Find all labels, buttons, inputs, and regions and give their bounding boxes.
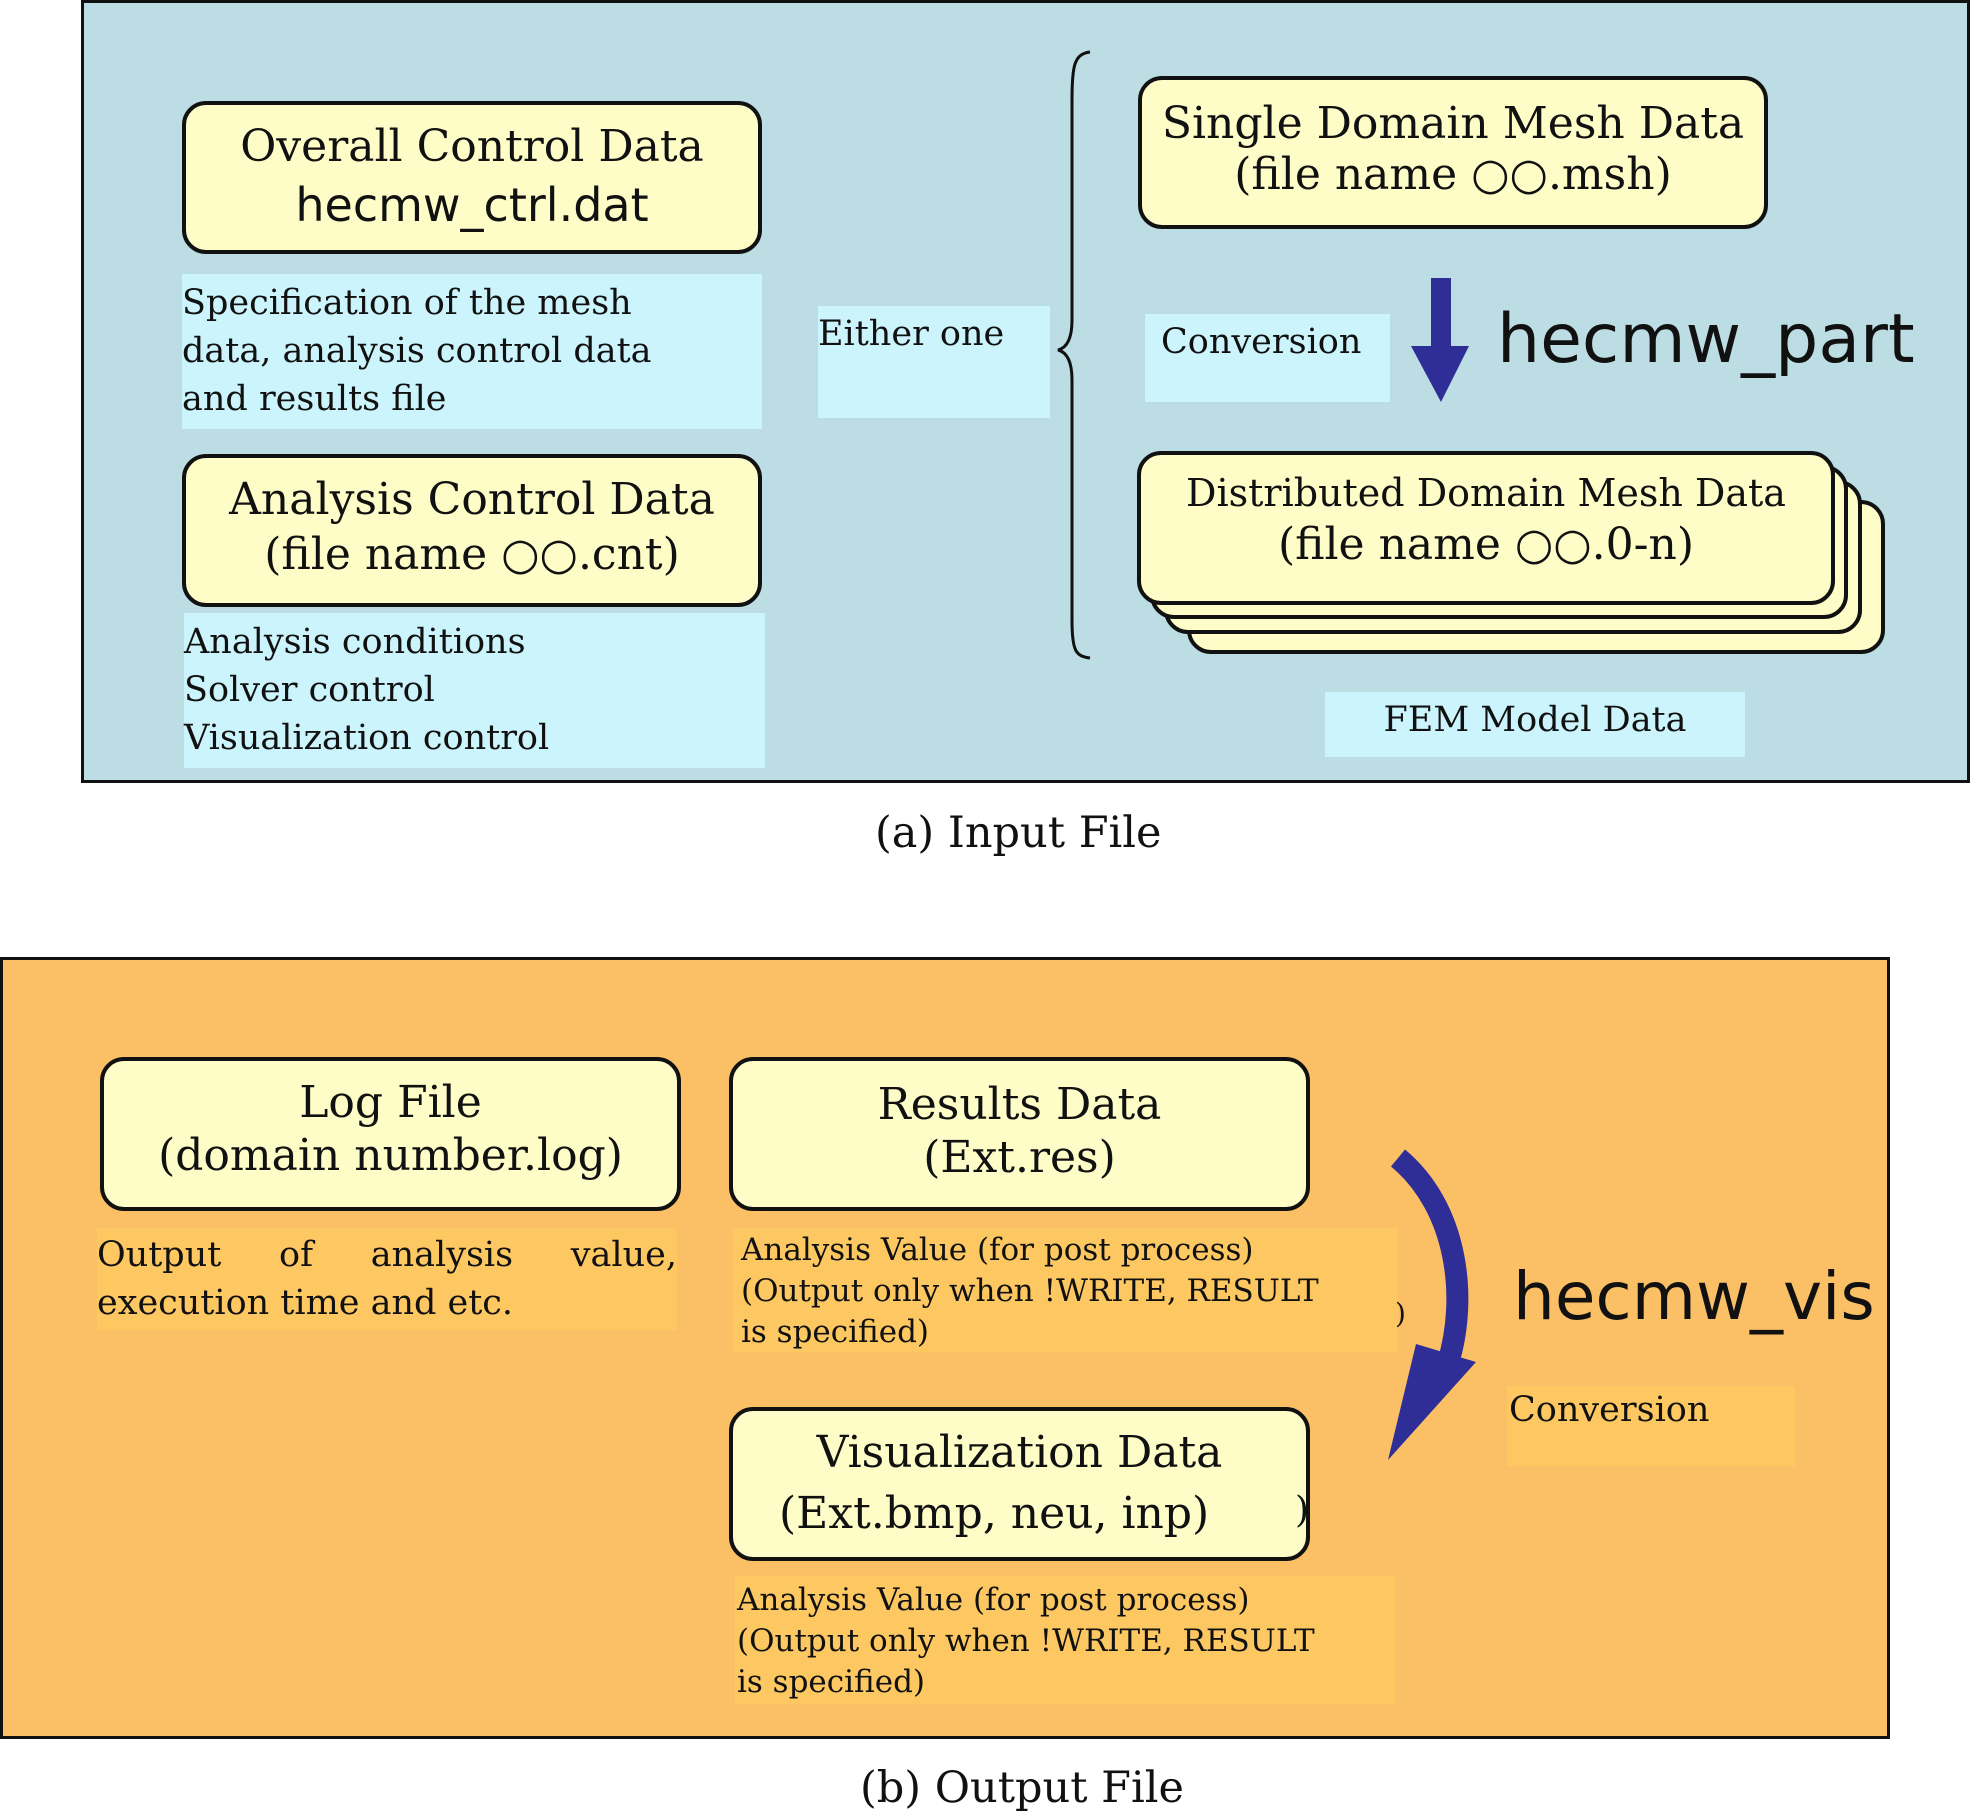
overall-note-line-2: data, analysis control data — [182, 331, 652, 371]
hecmw-vis-label: hecmw_vis — [1513, 1258, 1875, 1335]
curved-arrow-icon — [1388, 1149, 1476, 1460]
visualization-title: Visualization Data — [816, 1427, 1223, 1478]
overall-control-title: Overall Control Data — [240, 121, 704, 172]
vis-note-line-1: Analysis Value (for post process) — [737, 1582, 1250, 1618]
distributed-mesh-filename: (file name ○○.0-n) — [1277, 519, 1695, 570]
visualization-note: Analysis Value (for post process) (Outpu… — [735, 1576, 1395, 1704]
results-note-line-3: is specified) — [741, 1314, 930, 1350]
output-conversion-label: Conversion — [1507, 1386, 1795, 1466]
overall-note-line-1: Specification of the mesh — [182, 283, 632, 323]
analysis-note-line-1: Analysis conditions — [184, 622, 526, 662]
either-one-label: Either one — [818, 306, 1050, 418]
distributed-domain-mesh-box: Distributed Domain Mesh Data (file name … — [1137, 451, 1835, 605]
overall-control-data-box: Overall Control Data hecmw_ctrl.dat — [182, 101, 762, 254]
fem-model-data-label: FEM Model Data — [1325, 692, 1745, 757]
results-title: Results Data — [877, 1079, 1162, 1130]
single-domain-mesh-box: Single Domain Mesh Data (file name ○○.ms… — [1138, 76, 1768, 229]
results-note: Analysis Value (for post process) (Outpu… — [733, 1228, 1398, 1352]
hecmw-part-label: hecmw_part — [1497, 300, 1915, 379]
overall-note-line-3: and results file — [182, 379, 447, 419]
output-file-caption: (b) Output File — [860, 1763, 1184, 1813]
results-note-line-1: Analysis Value (for post process) — [741, 1232, 1254, 1268]
vis-note-line-3: is specified) — [737, 1664, 926, 1700]
single-mesh-filename: (file name ○○.msh) — [1234, 149, 1672, 200]
visualization-stray-paren: ) — [1295, 1490, 1310, 1531]
analysis-control-note: Analysis conditions Solver control Visua… — [184, 613, 765, 768]
input-conversion-label: Conversion — [1145, 314, 1390, 402]
visualization-filename: (Ext.bmp, neu, inp) — [779, 1488, 1210, 1539]
overall-control-note: Specification of the mesh data, analysis… — [182, 274, 762, 429]
analysis-note-line-3: Visualization control — [184, 718, 550, 758]
analysis-control-data-box: Analysis Control Data (file name ○○.cnt) — [182, 454, 762, 607]
log-file-title: Log File — [299, 1077, 482, 1128]
analysis-control-title: Analysis Control Data — [229, 474, 715, 525]
analysis-control-filename: (file name ○○.cnt) — [264, 529, 680, 580]
results-note-line-2: (Output only when !WRITE, RESULT — [741, 1273, 1319, 1309]
vis-note-line-2: (Output only when !WRITE, RESULT — [737, 1623, 1315, 1659]
analysis-note-line-2: Solver control — [184, 670, 435, 710]
log-file-box: Log File (domain number.log) — [100, 1057, 681, 1211]
visualization-data-box: Visualization Data (Ext.bmp, neu, inp) — [729, 1407, 1310, 1561]
input-file-caption: (a) Input File — [875, 808, 1162, 858]
results-data-box: Results Data (Ext.res) — [729, 1057, 1310, 1211]
down-arrow-icon — [1411, 278, 1469, 402]
log-file-filename: (domain number.log) — [158, 1130, 623, 1181]
log-note-line-2: execution time and etc. — [97, 1283, 514, 1323]
single-mesh-title: Single Domain Mesh Data — [1161, 98, 1745, 149]
distributed-mesh-title: Distributed Domain Mesh Data — [1186, 471, 1786, 515]
log-file-note: Output of analysis value, execution time… — [97, 1228, 677, 1330]
curly-brace-icon — [1057, 50, 1091, 660]
log-note-line-1: Output of analysis value, — [97, 1235, 677, 1275]
overall-control-filename: hecmw_ctrl.dat — [295, 178, 649, 232]
results-note-stray-paren: ) — [1395, 1297, 1406, 1330]
results-filename: (Ext.res) — [923, 1132, 1116, 1183]
